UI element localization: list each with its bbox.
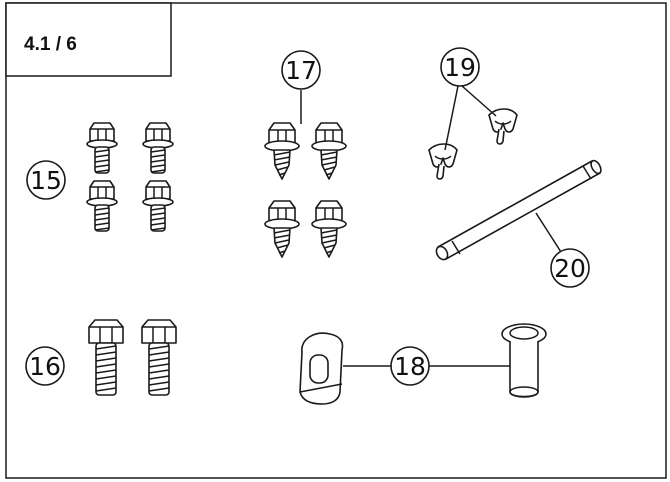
callout-16: 16 (25, 346, 65, 386)
leader-19b (461, 85, 497, 117)
callout-17-label: 17 (285, 56, 317, 85)
callout-19-label: 19 (444, 53, 476, 82)
callout-15-label: 15 (30, 166, 62, 195)
leader-19a (444, 85, 459, 151)
part-20-pin (435, 159, 602, 261)
part-18-clip-nut (299, 332, 344, 405)
step-label: 4.1 / 6 (24, 34, 77, 55)
callout-17: 17 (281, 50, 321, 90)
leader-20 (535, 212, 562, 253)
part-18-bushing (501, 323, 547, 398)
step-box: 4.1 / 6 (5, 2, 172, 77)
callout-18: 18 (390, 346, 430, 386)
callout-15: 15 (26, 160, 66, 200)
callout-18-label: 18 (394, 352, 426, 381)
callout-20: 20 (550, 248, 590, 288)
callout-19: 19 (440, 47, 480, 87)
callout-20-label: 20 (554, 254, 586, 283)
callout-16-label: 16 (29, 352, 61, 381)
